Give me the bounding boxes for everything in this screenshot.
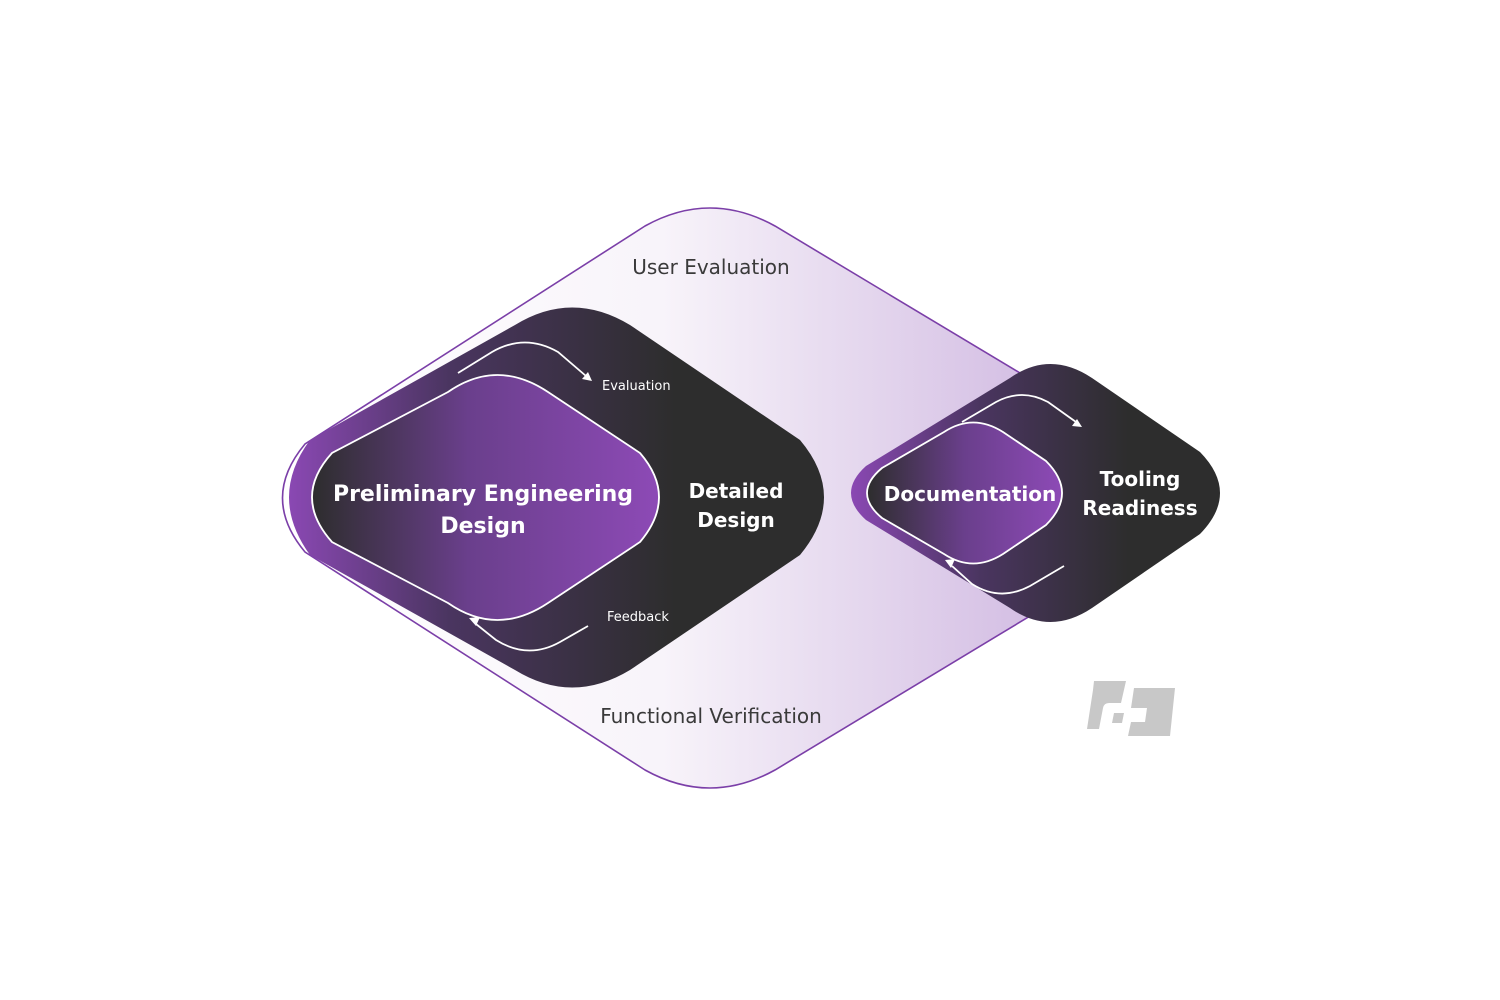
detailed-design-label-line1: Detailed — [689, 479, 784, 503]
documentation-label: Documentation — [884, 482, 1057, 506]
feedback-arrowhead-icon — [469, 617, 480, 626]
tooling-readiness-label-line2: Readiness — [1082, 496, 1197, 520]
feedback-arrow — [475, 623, 589, 652]
tooling-bottom-arrowhead-icon — [945, 559, 955, 568]
tooling-readiness-label-line1: Tooling — [1100, 467, 1181, 491]
tooling-bottom-arrow — [951, 565, 1065, 595]
evaluation-arrow — [457, 341, 587, 377]
preliminary-design-shape — [311, 374, 660, 621]
documentation-shape — [866, 421, 1063, 565]
evaluation-label: Evaluation — [602, 379, 671, 394]
feedback-label: Feedback — [607, 610, 669, 625]
brand-logo-icon — [1087, 681, 1175, 736]
preliminary-design-label-line2: Design — [440, 514, 525, 539]
tooling-top-arrowhead-icon — [1072, 419, 1082, 427]
preliminary-design-label-line1: Preliminary Engineering — [333, 482, 633, 507]
user-evaluation-label: User Evaluation — [632, 255, 789, 279]
detailed-design-label-line2: Design — [697, 508, 774, 532]
functional-verification-label: Functional Verification — [600, 704, 822, 728]
evaluation-arrowhead-icon — [582, 372, 592, 381]
tooling-top-arrow — [961, 394, 1077, 423]
